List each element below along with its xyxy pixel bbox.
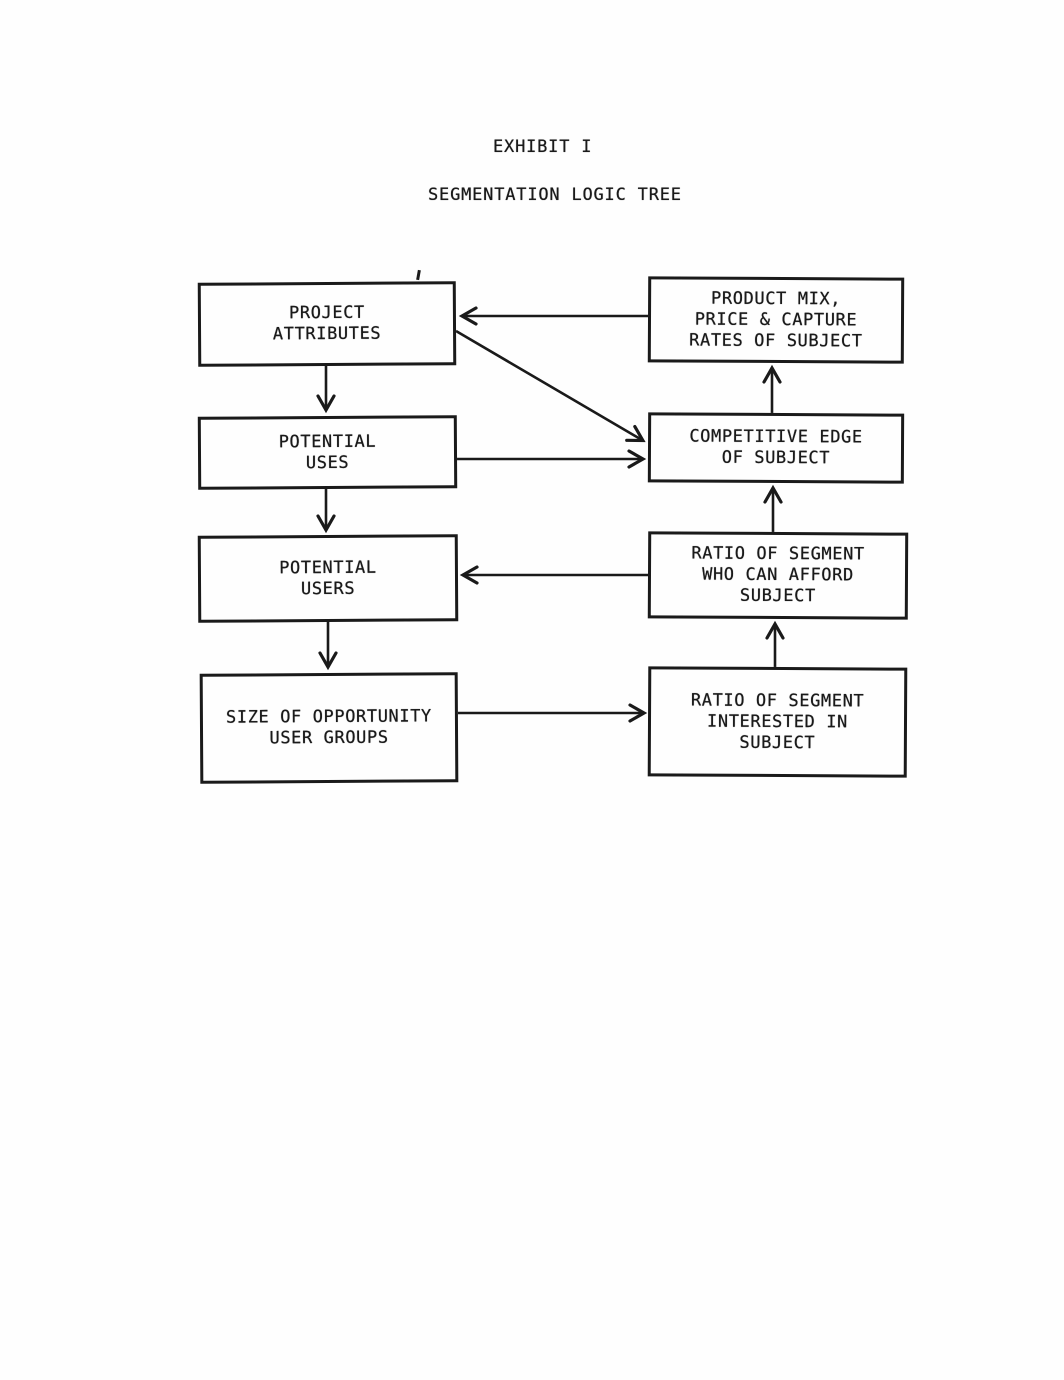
edge-project-attributes-to-competitive-edge xyxy=(455,329,646,443)
node-potential-uses: POTENTIAL USES xyxy=(197,415,458,490)
exhibit-label: EXHIBIT I xyxy=(493,137,593,157)
node-project-attributes: PROJECT ATTRIBUTES xyxy=(197,281,457,367)
node-size-of-opportunity-label: SIZE OF OPPORTUNITY USER GROUPS xyxy=(225,706,432,749)
node-product-mix: PRODUCT MIX, PRICE & CAPTURE RATES OF SU… xyxy=(647,276,905,364)
node-ratio-can-afford: RATIO OF SEGMENT WHO CAN AFFORD SUBJECT xyxy=(647,531,909,620)
node-competitive-edge-label: COMPETITIVE EDGE OF SUBJECT xyxy=(689,426,863,469)
node-product-mix-label: PRODUCT MIX, PRICE & CAPTURE RATES OF SU… xyxy=(689,288,863,351)
node-potential-users: POTENTIAL USERS xyxy=(197,534,459,623)
node-ratio-can-afford-label: RATIO OF SEGMENT WHO CAN AFFORD SUBJECT xyxy=(691,543,865,607)
node-ratio-interested-label: RATIO OF SEGMENT INTERESTED IN SUBJECT xyxy=(690,690,865,753)
diagram-title: SEGMENTATION LOGIC TREE xyxy=(428,185,682,205)
node-potential-uses-label: POTENTIAL USES xyxy=(278,431,377,473)
node-ratio-interested: RATIO OF SEGMENT INTERESTED IN SUBJECT xyxy=(647,666,908,778)
node-size-of-opportunity: SIZE OF OPPORTUNITY USER GROUPS xyxy=(199,672,459,784)
node-competitive-edge: COMPETITIVE EDGE OF SUBJECT xyxy=(647,412,905,484)
node-potential-users-label: POTENTIAL USERS xyxy=(279,557,377,599)
node-project-attributes-label: PROJECT ATTRIBUTES xyxy=(272,302,382,345)
